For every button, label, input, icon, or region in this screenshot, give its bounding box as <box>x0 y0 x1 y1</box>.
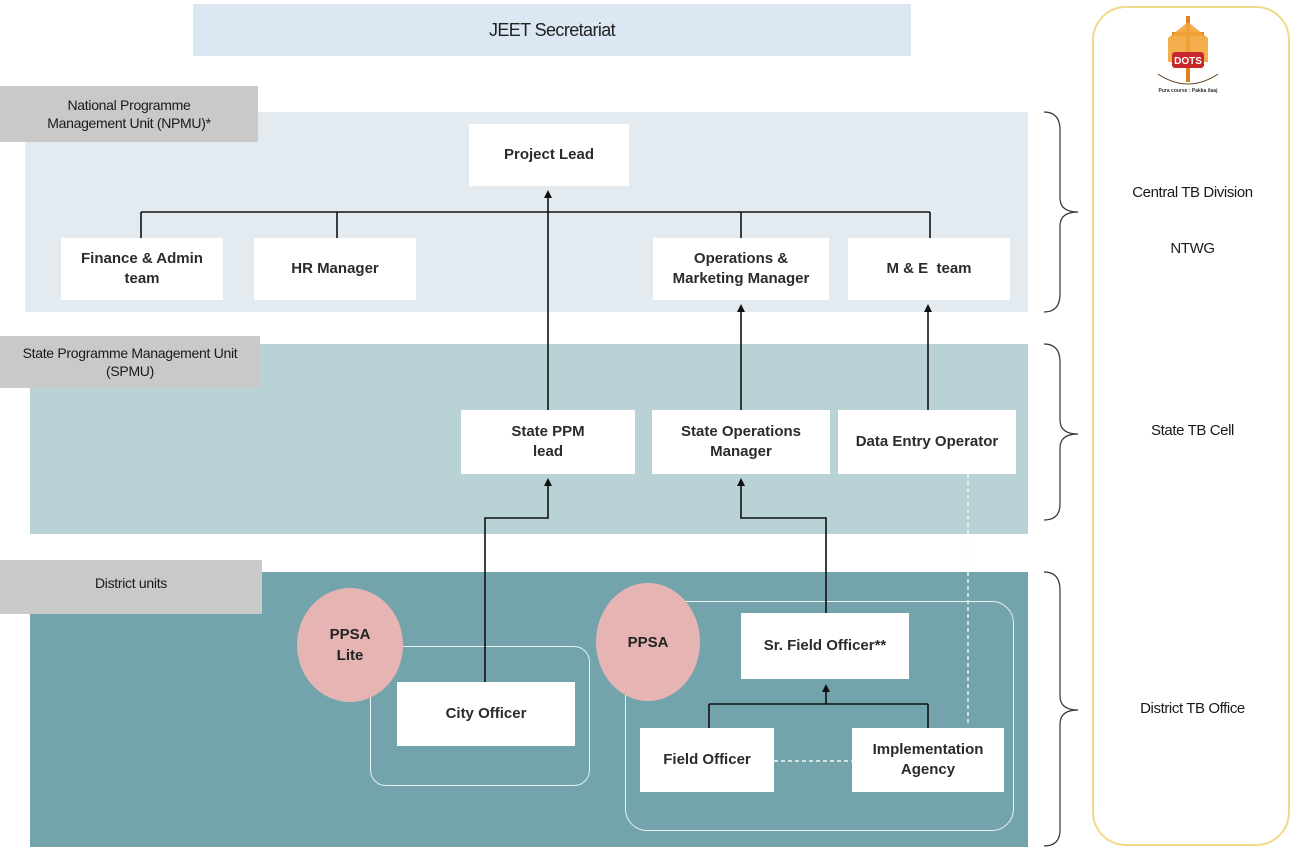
me-team-box: M & E team <box>848 238 1010 300</box>
ppsa-circle: PPSA <box>596 583 700 701</box>
secretariat-banner: JEET Secretariat <box>193 4 911 56</box>
city-officer-box: City Officer <box>397 682 575 746</box>
finance-admin-box: Finance & Admin team <box>61 238 223 300</box>
field-officer-box: Field Officer <box>640 728 774 792</box>
district-tb-office-label: District TB Office <box>1140 700 1245 717</box>
state-ops-manager-box: State Operations Manager <box>652 410 830 474</box>
district-level-label: District units <box>0 560 262 614</box>
ppsa-lite-circle: PPSA Lite <box>297 588 403 702</box>
hr-manager-box: HR Manager <box>254 238 416 300</box>
national-level-label: National Programme Management Unit (NPMU… <box>0 86 258 142</box>
dots-logo: DOTS Pura course : Pakka ilaaj <box>1148 12 1228 104</box>
svg-text:Pura course : Pakka ilaaj: Pura course : Pakka ilaaj <box>1159 88 1219 94</box>
state-level-label: State Programme Management Unit (SPMU) <box>0 336 260 388</box>
sr-field-officer-box: Sr. Field Officer** <box>741 613 909 679</box>
ppsa-group <box>625 601 1014 831</box>
implementation-agency-box: Implementation Agency <box>852 728 1004 792</box>
data-entry-operator-box: Data Entry Operator <box>838 410 1016 474</box>
govt-structure-panel <box>1092 6 1290 846</box>
svg-text:DOTS: DOTS <box>1174 56 1202 67</box>
dots-logo-icon: DOTS Pura course : Pakka ilaaj <box>1157 16 1219 94</box>
state-ppm-lead-box: State PPM lead <box>461 410 635 474</box>
secretariat-title: JEET Secretariat <box>488 19 616 40</box>
project-lead-box: Project Lead <box>469 124 629 186</box>
state-tb-cell-label: State TB Cell <box>1151 422 1234 439</box>
ntwg-label: NTWG <box>1170 240 1215 257</box>
ppsa-lite-group <box>370 646 590 786</box>
central-tb-division-label: Central TB Division <box>1132 184 1253 201</box>
ops-marketing-box: Operations & Marketing Manager <box>653 238 829 300</box>
